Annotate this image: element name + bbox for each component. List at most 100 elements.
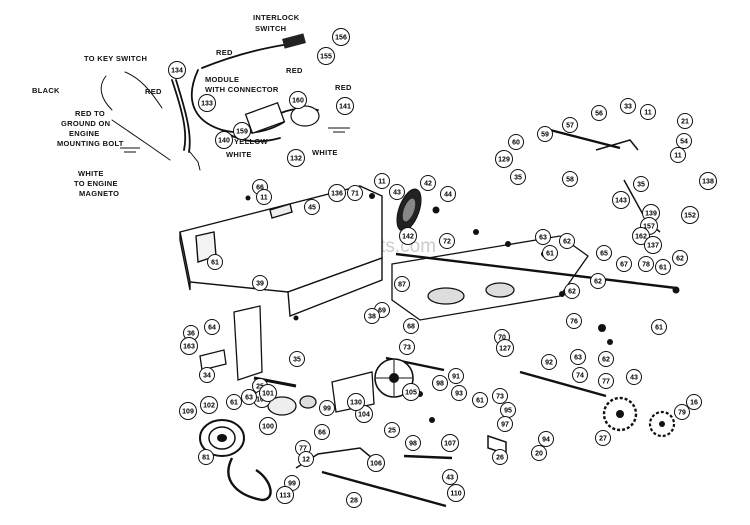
callout-circle <box>633 176 649 192</box>
callout-94: 94 <box>538 431 554 447</box>
callout-number: 35 <box>293 357 301 364</box>
callout-number: 59 <box>541 132 549 139</box>
callout-number: 109 <box>182 409 194 416</box>
callout-circle <box>180 337 198 355</box>
callout-circle <box>644 236 662 254</box>
callout-number: 157 <box>643 224 655 231</box>
callout-110: 110 <box>447 484 465 502</box>
callout-42: 42 <box>420 175 436 191</box>
callout-circle <box>598 351 614 367</box>
callout-81: 81 <box>198 449 214 465</box>
callout-number: 62 <box>602 357 610 364</box>
callout-43: 43 <box>389 184 405 200</box>
callout-number: 129 <box>498 157 510 164</box>
callout-98: 98 <box>432 375 448 391</box>
callout-71: 71 <box>347 185 363 201</box>
label-ground-4: MOUNTING BOLT <box>57 139 124 148</box>
callout-circle <box>541 354 557 370</box>
callout-circle <box>399 339 415 355</box>
callout-56: 56 <box>591 105 607 121</box>
callout-circle <box>439 233 455 249</box>
callout-circle <box>259 384 277 402</box>
callout-132: 132 <box>287 149 305 167</box>
callout-number: 43 <box>446 475 454 482</box>
callout-circle <box>686 394 702 410</box>
callout-number: 140 <box>218 138 230 145</box>
label-red-4: RED <box>335 83 352 92</box>
callout-circle <box>198 94 216 112</box>
callout-number: 57 <box>566 123 574 130</box>
callout-98: 98 <box>405 435 421 451</box>
callout-64: 64 <box>204 319 220 335</box>
label-switch: SWITCH <box>255 24 286 33</box>
engine-pulley <box>199 419 245 457</box>
callout-circle <box>451 385 467 401</box>
callout-66: 66 <box>314 424 330 440</box>
callout-134: 134 <box>168 61 186 79</box>
callout-number: 62 <box>563 239 571 246</box>
callout-circle <box>328 184 346 202</box>
callout-circle <box>403 318 419 334</box>
callout-127: 127 <box>496 339 514 357</box>
callout-63: 63 <box>535 229 551 245</box>
callout-circle <box>670 147 686 163</box>
callout-number: 143 <box>615 198 627 205</box>
label-red-3: RED <box>286 66 303 75</box>
callout-54: 54 <box>676 133 692 149</box>
callout-number: 133 <box>201 101 213 108</box>
callout-133: 133 <box>198 94 216 112</box>
callout-136: 136 <box>328 184 346 202</box>
callout-number: 139 <box>645 211 657 218</box>
callout-61: 61 <box>472 392 488 408</box>
callout-number: 99 <box>323 406 331 413</box>
callout-number: 27 <box>599 436 607 443</box>
callout-circle <box>699 172 717 190</box>
callout-number: 38 <box>368 314 376 321</box>
callout-number: 95 <box>504 408 512 415</box>
callout-circle <box>591 105 607 121</box>
callout-number: 134 <box>171 68 183 75</box>
callout-circle <box>207 254 223 270</box>
callout-155: 155 <box>317 47 335 65</box>
callout-circle <box>508 134 524 150</box>
callout-number: 43 <box>630 375 638 382</box>
callout-number: 162 <box>635 234 647 241</box>
callout-number: 63 <box>245 395 253 402</box>
callout-circle <box>399 227 417 245</box>
callout-number: 68 <box>407 324 415 331</box>
callout-number: 43 <box>393 190 401 197</box>
callout-93: 93 <box>451 385 467 401</box>
callout-circle <box>364 308 380 324</box>
callout-number: 97 <box>501 422 509 429</box>
callout-number: 25 <box>388 428 396 435</box>
callout-number: 76 <box>570 319 578 326</box>
label-magneto-1: WHITE <box>78 169 104 178</box>
callout-number: 93 <box>455 391 463 398</box>
callout-62: 62 <box>598 351 614 367</box>
callout-circle <box>405 435 421 451</box>
callout-number: 60 <box>512 140 520 147</box>
callout-number: 72 <box>443 239 451 246</box>
callout-99: 99 <box>319 400 335 416</box>
callout-20: 20 <box>531 445 547 461</box>
callout-number: 44 <box>444 192 452 199</box>
callout-circle <box>538 431 554 447</box>
callout-circle <box>674 404 690 420</box>
callout-number: 160 <box>292 98 304 105</box>
callout-number: 107 <box>444 441 456 448</box>
callout-circle <box>384 422 400 438</box>
callout-circle <box>640 104 656 120</box>
callout-number: 105 <box>405 390 417 397</box>
callout-21: 21 <box>677 113 693 129</box>
callout-circle <box>562 117 578 133</box>
callout-16: 16 <box>686 394 702 410</box>
callout-number: 106 <box>370 461 382 468</box>
callout-number: 33 <box>624 104 632 111</box>
callout-circle <box>256 189 272 205</box>
callout-number: 113 <box>279 493 290 500</box>
callout-141: 141 <box>336 97 354 115</box>
callout-circle <box>510 169 526 185</box>
callout-61: 61 <box>226 394 242 410</box>
